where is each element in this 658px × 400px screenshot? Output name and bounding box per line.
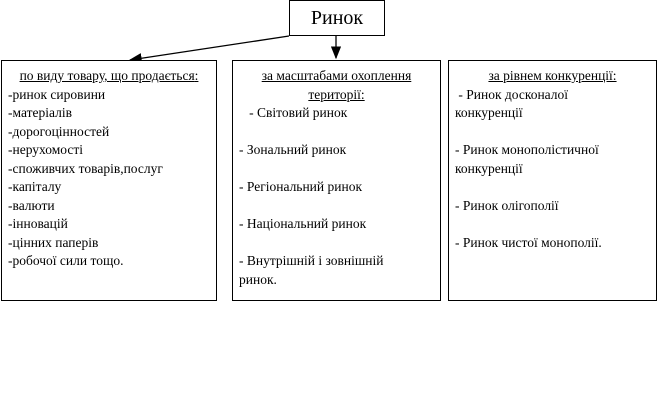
column-product-type: по виду товару, що продається: -ринок си… <box>1 60 217 301</box>
root-label: Ринок <box>310 6 364 29</box>
list-item: -дорогоцінностей <box>8 123 110 139</box>
list-item: -ринок сировини <box>8 86 106 102</box>
arrow-to-product-type <box>128 35 290 64</box>
list-item: - Світовий ринок <box>239 105 348 120</box>
list-item: ринок. <box>239 271 277 287</box>
column-heading: за рівнем конкуренції: <box>488 68 617 83</box>
list-item: - Ринок олігополії <box>455 197 559 213</box>
list-item: - Ринок чистої монополії. <box>455 234 602 250</box>
list-item: - Національний ринок <box>239 216 367 231</box>
list-item: -інновацій <box>8 216 68 231</box>
column-competition-level: за рівнем конкуренції: - Ринок досконало… <box>448 60 657 301</box>
list-item: конкуренції <box>455 105 523 120</box>
list-item: - Регіональний ринок <box>239 179 363 194</box>
list-item: -робочої сили тощо. <box>8 253 124 268</box>
list-item: - Ринок монополістичної <box>455 142 599 157</box>
list-item: -споживчих товарів,послуг <box>8 160 163 176</box>
list-item: - Ринок досконалої <box>455 86 569 102</box>
list-item: -капіталу <box>8 179 62 194</box>
list-item: - Внутрішній і зовнішній <box>239 253 384 268</box>
column-heading: по виду товару, що продається: <box>19 68 199 83</box>
column-territory-scale: за масштабами охоплення території: - Сві… <box>232 60 441 301</box>
list-item: -матеріалів <box>8 105 72 120</box>
list-item: -нерухомості <box>8 142 84 157</box>
root-node: Ринок <box>289 0 385 36</box>
list-item: - Зональний ринок <box>239 142 347 157</box>
list-item: -цінних паперів <box>8 234 99 250</box>
list-item: -валюти <box>8 197 55 213</box>
list-item: конкуренції <box>455 160 523 176</box>
column-heading: за масштабами охоплення території: <box>261 68 412 102</box>
